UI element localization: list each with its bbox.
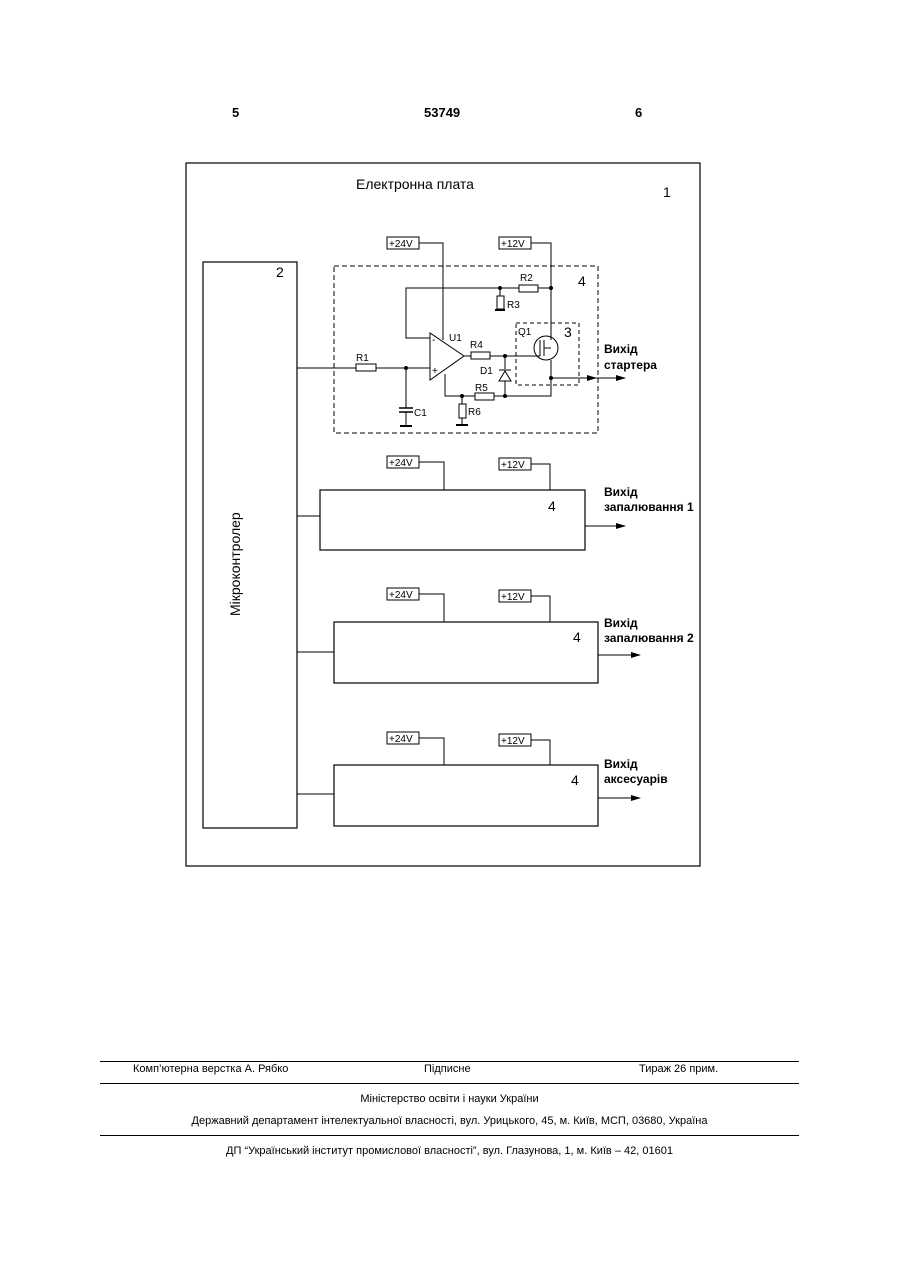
label-d1: D1	[480, 366, 493, 377]
starter-output-line1: Вихід	[604, 342, 638, 356]
ignition1-driver-block	[320, 490, 585, 550]
label-12v-3: +12V	[501, 592, 525, 603]
ignition2-output-line1: Вихід	[604, 616, 638, 630]
footer-signed: Підписне	[424, 1063, 471, 1075]
footer-circulation: Тираж 26 прим.	[639, 1063, 718, 1075]
label-r6: R6	[468, 407, 481, 418]
label-24v-1: +24V	[389, 239, 413, 250]
starter-output-line2: стартера	[604, 358, 657, 372]
ignition2-output-line2: запалювання 2	[604, 631, 694, 645]
label-24v-3: +24V	[389, 590, 413, 601]
ignition2-driver-block	[334, 622, 598, 683]
label-q1: Q1	[518, 327, 532, 338]
block-ref-4: 4	[571, 772, 579, 788]
footer-ministry: Міністерство освіти і науки України	[100, 1093, 799, 1105]
mcu-label: Мікроконтролер	[227, 512, 243, 616]
footer-layout-credit: Комп’ютерна верстка А. Рябко	[133, 1063, 288, 1075]
label-r3: R3	[507, 300, 520, 311]
label-r4: R4	[470, 340, 483, 351]
footer-department: Державний департамент інтелектуальної вл…	[100, 1115, 799, 1127]
label-24v-4: +24V	[389, 734, 413, 745]
accessories-driver-block	[334, 765, 598, 826]
label-u1: U1	[449, 333, 462, 344]
label-r5: R5	[475, 383, 488, 394]
label-12v-1: +12V	[501, 239, 525, 250]
footer-rule-middle	[100, 1083, 799, 1084]
accessories-output-line2: аксесуарів	[604, 772, 668, 786]
footer-rule-bottom	[100, 1135, 799, 1136]
board-label: Електронна плата	[356, 176, 474, 192]
block-ref-2: 4	[548, 498, 556, 514]
mcu-ref: 2	[276, 264, 284, 280]
block-ref-3: 4	[573, 629, 581, 645]
ignition1-output-line2: запалювання 1	[604, 500, 694, 514]
board-ref: 1	[663, 184, 671, 200]
label-c1: C1	[414, 408, 427, 419]
footer-institute: ДП “Український інститут промислової вла…	[100, 1145, 799, 1157]
label-r2: R2	[520, 273, 533, 284]
label-plus: +	[432, 366, 438, 377]
ignition1-output-line1: Вихід	[604, 485, 638, 499]
label-12v-4: +12V	[501, 736, 525, 747]
label-24v-2: +24V	[389, 458, 413, 469]
footer-rule-top	[100, 1061, 799, 1062]
label-minus: -	[432, 335, 435, 346]
label-r1: R1	[356, 353, 369, 364]
block-ref-1: 4	[578, 273, 586, 289]
accessories-output-line1: Вихід	[604, 757, 638, 771]
switch-ref: 3	[564, 324, 572, 340]
microcontroller-block	[203, 262, 297, 828]
label-12v-2: +12V	[501, 460, 525, 471]
